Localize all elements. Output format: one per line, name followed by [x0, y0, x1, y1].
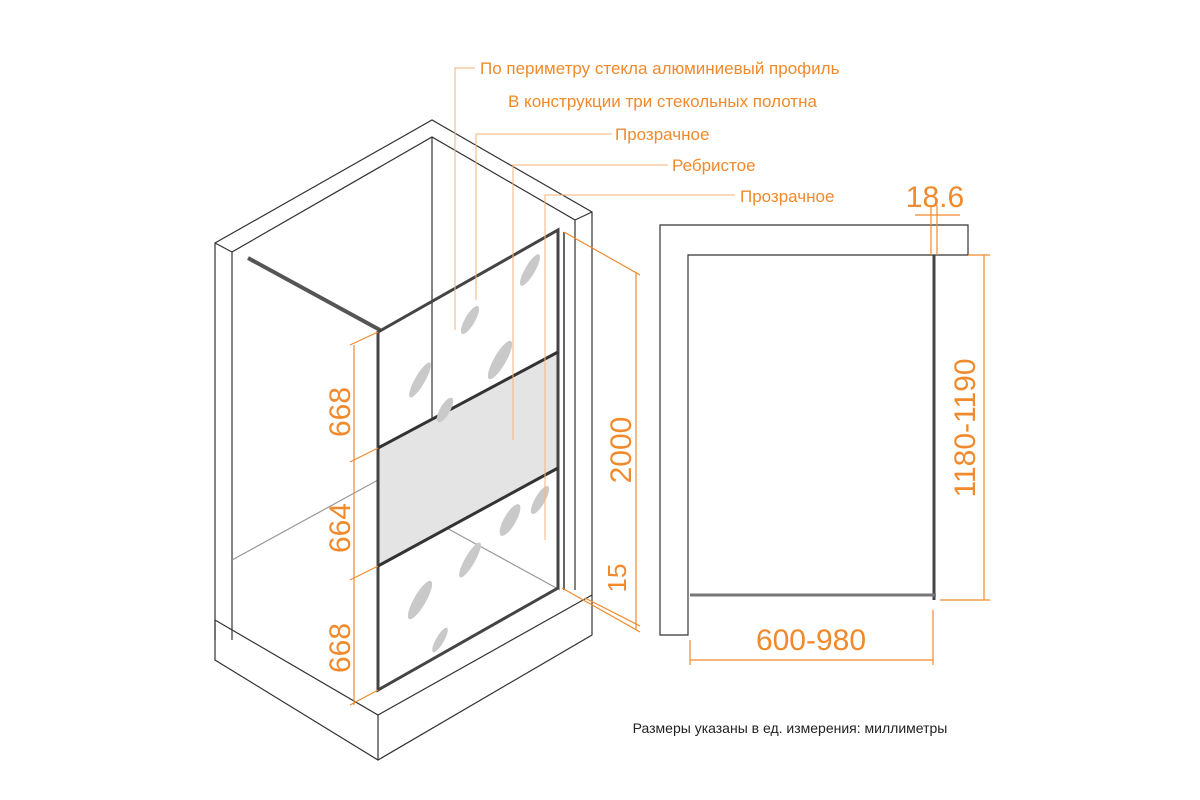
dim-panel-top: 668: [324, 387, 357, 437]
callout-leaders: [454, 67, 735, 540]
wall-stabilizer-bar: [247, 256, 381, 332]
glass-panel: [376, 227, 565, 693]
callout-panel-top: Прозрачное: [615, 125, 709, 144]
plan-view: [659, 224, 969, 636]
panel-dimension-lines: [349, 331, 379, 706]
dim-panel-middle: 664: [324, 503, 357, 553]
iso-enclosure: [214, 119, 593, 761]
plan-dimension-lines: [689, 205, 990, 665]
callout-panel-middle: Ребристое: [672, 156, 756, 175]
total-height-dimension-lines: [561, 231, 641, 633]
dim-plan-width: 600-980: [756, 624, 866, 657]
callout-three-panels: В конструкции три стекольных полотна: [508, 92, 817, 111]
callout-panel-bottom: Прозрачное: [740, 187, 834, 206]
units-footnote: Размеры указаны в ед. измерения: миллиме…: [633, 720, 948, 736]
dim-panel-bottom: 668: [324, 623, 357, 673]
dim-plan-depth: 1180-1190: [949, 358, 982, 497]
callout-profile: По периметру стекла алюминиевый профиль: [480, 59, 840, 78]
dim-total-height: 2000: [605, 417, 638, 484]
dim-floor-gap: 15: [602, 564, 632, 593]
dim-profile-width: 18.6: [906, 181, 964, 214]
